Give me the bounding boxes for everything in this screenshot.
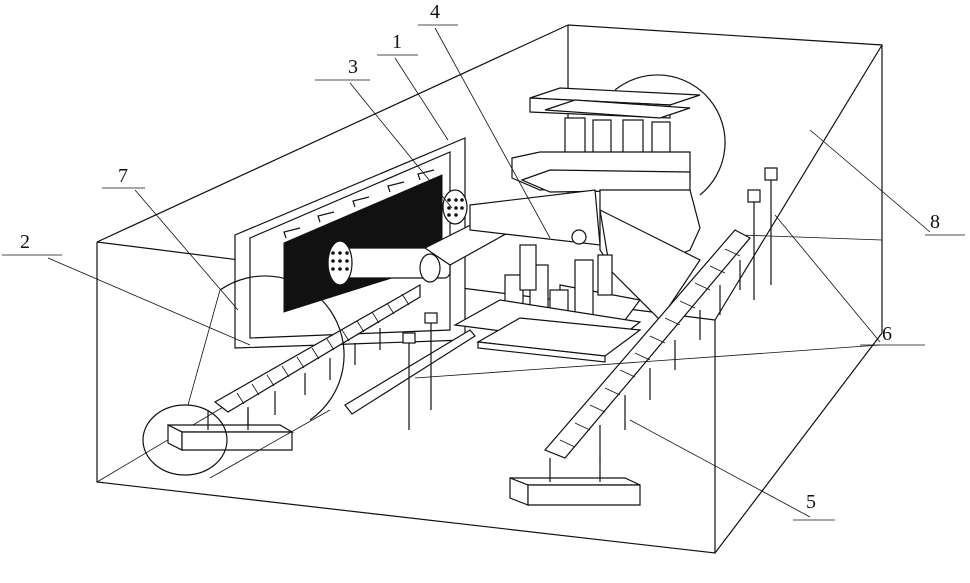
label-7: 7 <box>118 165 128 187</box>
collection-tray-left <box>168 410 292 450</box>
collection-tray-right <box>510 458 640 505</box>
label-3: 3 <box>348 56 358 78</box>
leader-lines <box>2 25 965 520</box>
label-8: 8 <box>930 211 940 233</box>
label-4: 4 <box>430 1 440 23</box>
label-5: 5 <box>806 491 816 513</box>
enclosure-frame <box>97 25 882 553</box>
label-6: 6 <box>882 323 892 345</box>
label-2: 2 <box>20 231 30 253</box>
label-1: 1 <box>392 31 402 53</box>
